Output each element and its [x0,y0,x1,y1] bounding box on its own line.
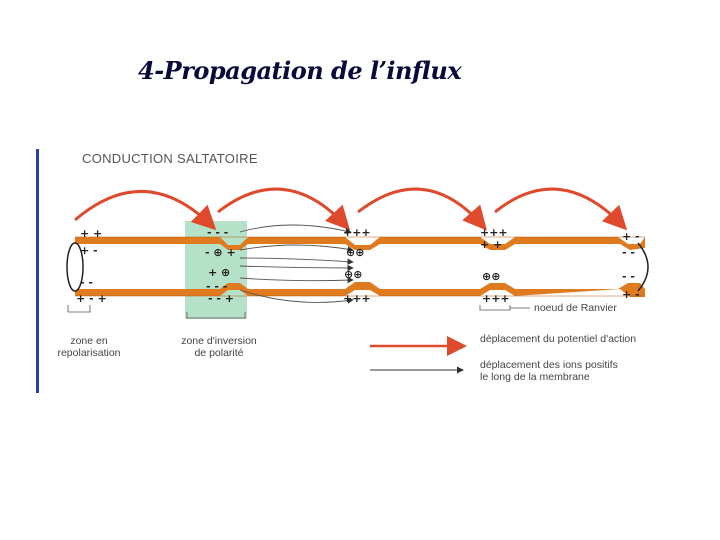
inversion-label-line2: de polarité [194,347,244,359]
charge-signs: + + + - - - + - + - - - - ⊕ + + ⊕ - - - … [76,226,640,305]
svg-text:+++: +++ [343,292,371,305]
svg-text:+ -: + - [622,230,640,243]
repolarization-zone-label: zone en repolarisation [44,335,134,359]
svg-text:- - -: - - - [206,280,227,293]
axon-top-membrane [75,236,645,250]
legend-action-potential: déplacement du potentiel d'action [480,333,637,345]
action-potential-arrows [74,187,628,231]
svg-text:⊕⊕: ⊕⊕ [482,270,500,283]
svg-text:⊕⊕: ⊕⊕ [346,246,364,259]
svg-text:- - -: - - - [207,226,228,239]
legend-ion-line2: le long de la membrane [480,371,590,383]
diagram-title: CONDUCTION SALTATOIRE [82,151,258,166]
saltatory-conduction-diagram: + + + - - - + - + - - - - ⊕ + + ⊕ - - - … [40,140,700,400]
axon-end-right [637,242,649,292]
accent-bar [36,149,39,393]
svg-text:+ +: + + [80,227,102,240]
svg-text:- ⊕ +: - ⊕ + [205,246,236,259]
svg-text:- - +: - - + [208,292,234,305]
svg-text:⊕⊕: ⊕⊕ [344,268,362,281]
repolarization-label-line1: zone en [70,335,108,347]
svg-text:- -: - - [622,246,635,259]
ion-flow-arrows [239,224,354,304]
legend-ion-flow: déplacement des ions positifs le long de… [480,359,618,383]
svg-text:+++: +++ [480,226,508,239]
diagram-canvas: + + + - - - + - + - - - - ⊕ + + ⊕ - - - … [66,187,649,374]
label-connectors [67,305,530,374]
svg-text:- -: - - [622,270,635,283]
ranvier-node-label: noeud de Ranvier [534,302,617,314]
svg-text:+ - +: + - + [76,292,107,305]
svg-text:+ -: + - [622,288,640,301]
svg-text:+ +: + + [480,238,502,251]
svg-text:+ -: + - [80,244,98,257]
svg-text:- -: - - [80,276,93,289]
inversion-zone-label: zone d'inversion de polarité [164,335,274,359]
repolarization-label-line2: repolarisation [57,347,121,359]
legend-ion-line1: déplacement des ions positifs [480,359,618,371]
svg-text:+ ⊕: + ⊕ [208,266,230,279]
slide-title: 4-Propagation de l’influx [138,56,462,85]
axon-section-left [66,242,84,292]
inversion-label-line1: zone d'inversion [181,335,257,347]
axon-bottom-membrane [75,282,645,297]
svg-text:+++: +++ [343,226,371,239]
svg-text:+++: +++ [482,292,510,305]
